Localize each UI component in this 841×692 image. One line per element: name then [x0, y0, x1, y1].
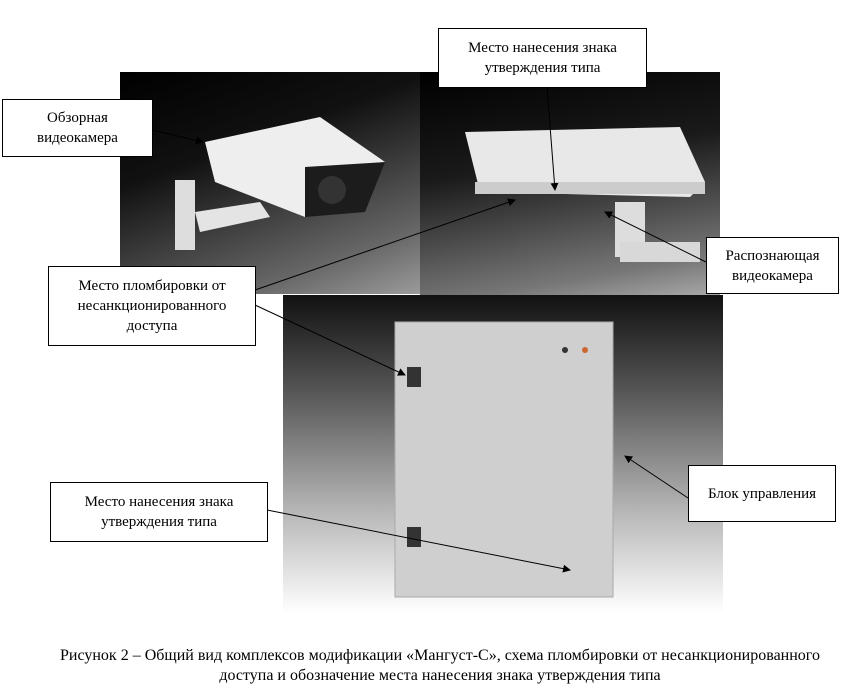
recognition-camera-drawing — [465, 127, 705, 262]
control-unit-photo — [283, 295, 723, 613]
overview-camera-photo — [120, 72, 420, 294]
label-mark-place-bottom: Место нанесения знака утверждения типа — [50, 482, 268, 542]
label-seal-place: Место пломбировки от несанкционированног… — [48, 266, 256, 346]
figure-caption: Рисунок 2 – Общий вид комплексов модифик… — [60, 647, 820, 684]
label-mark-place-top: Место нанесения знака утверждения типа — [438, 28, 647, 88]
label-overview-camera: Обзорная видеокамера — [2, 99, 153, 157]
recognition-camera-photo — [420, 72, 720, 296]
control-unit-drawing — [394, 321, 614, 598]
label-recognition-camera: Распознающая видеокамера — [706, 237, 839, 294]
label-control-unit: Блок управления — [688, 465, 836, 522]
overview-camera-drawing — [175, 117, 385, 250]
